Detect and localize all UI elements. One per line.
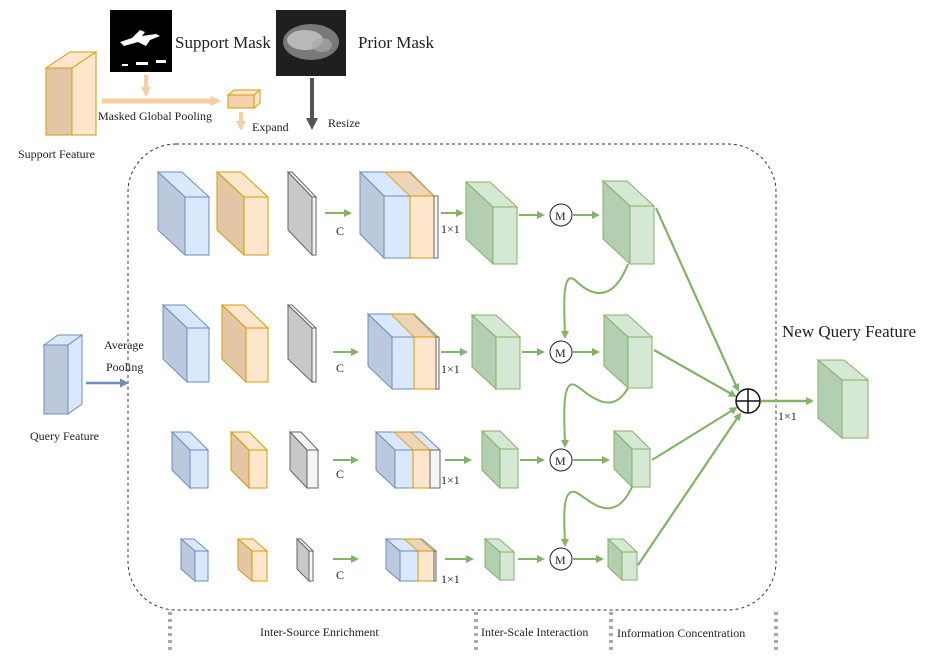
row4-concat-block — [384, 537, 438, 583]
row2-out-block — [602, 313, 654, 390]
query-feature-block — [42, 334, 84, 415]
row2-mask-block — [286, 303, 318, 384]
row3-conv-label: 1×1 — [441, 473, 460, 487]
row-1: C 1×1 M — [156, 170, 656, 266]
row2-query-block — [161, 303, 211, 384]
resize-label: Resize — [328, 116, 360, 130]
row3-out-block — [612, 429, 652, 489]
row-2: C 1×1 M — [161, 303, 654, 391]
row3-merge-node — [549, 448, 573, 472]
row3-concat-label: C — [336, 467, 344, 481]
prior-mask-label: Prior Mask — [358, 33, 435, 52]
new-query-feature-label: New Query Feature — [782, 322, 916, 341]
row1-merge-node — [549, 203, 573, 227]
row2-conv-block — [470, 313, 522, 391]
row1-concat-label: C — [336, 224, 344, 238]
row4-merge-label: M — [555, 553, 566, 567]
row4-support-block — [236, 537, 269, 583]
row1-conv-block — [464, 180, 519, 266]
row1-query-block — [156, 170, 211, 257]
row4-mask-block — [295, 537, 315, 583]
row3-query-block — [170, 430, 210, 490]
row1-out-block — [601, 179, 656, 266]
row4-conv-label: 1×1 — [441, 572, 460, 586]
processing-container — [127, 143, 777, 611]
row-4: C 1×1 M — [179, 537, 639, 586]
aggregation-arrows — [637, 207, 742, 566]
pooling-label: Pooling — [106, 360, 143, 374]
row1-merge-label: M — [555, 209, 566, 223]
row3-conv-block — [480, 429, 520, 490]
row1-mask-block — [286, 170, 318, 257]
row1-conv-label: 1×1 — [441, 222, 460, 236]
support-feature-block — [44, 51, 98, 136]
row4-concat-label: C — [336, 568, 344, 582]
masked-global-pooling-label: Masked Global Pooling — [98, 109, 212, 123]
row4-out-block — [606, 537, 639, 582]
support-mask-image — [110, 10, 172, 72]
row3-concat-block — [374, 430, 442, 490]
row2-concat-label: C — [336, 361, 344, 375]
row4-conv-block — [483, 537, 516, 582]
row4-merge-node — [549, 547, 573, 571]
inter-scale-arrows — [560, 263, 633, 547]
row3-mask-block — [288, 430, 320, 490]
expand-label: Expand — [252, 120, 289, 134]
support-feature-label: Support Feature — [18, 147, 95, 161]
average-label: Average — [104, 338, 144, 352]
final-conv-label: 1×1 — [778, 409, 797, 423]
row3-merge-label: M — [555, 454, 566, 468]
support-mask-label: Support Mask — [175, 33, 271, 52]
row2-merge-label: M — [555, 346, 566, 360]
stage-inter-scale-label: Inter-Scale Interaction — [481, 625, 588, 639]
row2-support-block — [220, 303, 270, 384]
row3-support-block — [229, 430, 269, 490]
row4-query-block — [179, 537, 210, 583]
prior-mask-image — [276, 10, 346, 76]
prototype-block — [226, 88, 262, 110]
query-feature-label: Query Feature — [30, 429, 99, 443]
stage-information-label: Information Concentration — [617, 626, 745, 640]
row2-conv-label: 1×1 — [441, 362, 460, 376]
new-query-feature-block — [816, 358, 870, 440]
sum-node — [735, 388, 761, 414]
row2-merge-node — [549, 340, 573, 364]
row2-concat-block — [366, 312, 440, 391]
row1-support-block — [215, 170, 270, 257]
row-3: C 1×1 M — [170, 429, 652, 490]
stage-inter-source-label: Inter-Source Enrichment — [260, 625, 379, 639]
row1-concat-block — [358, 170, 439, 260]
